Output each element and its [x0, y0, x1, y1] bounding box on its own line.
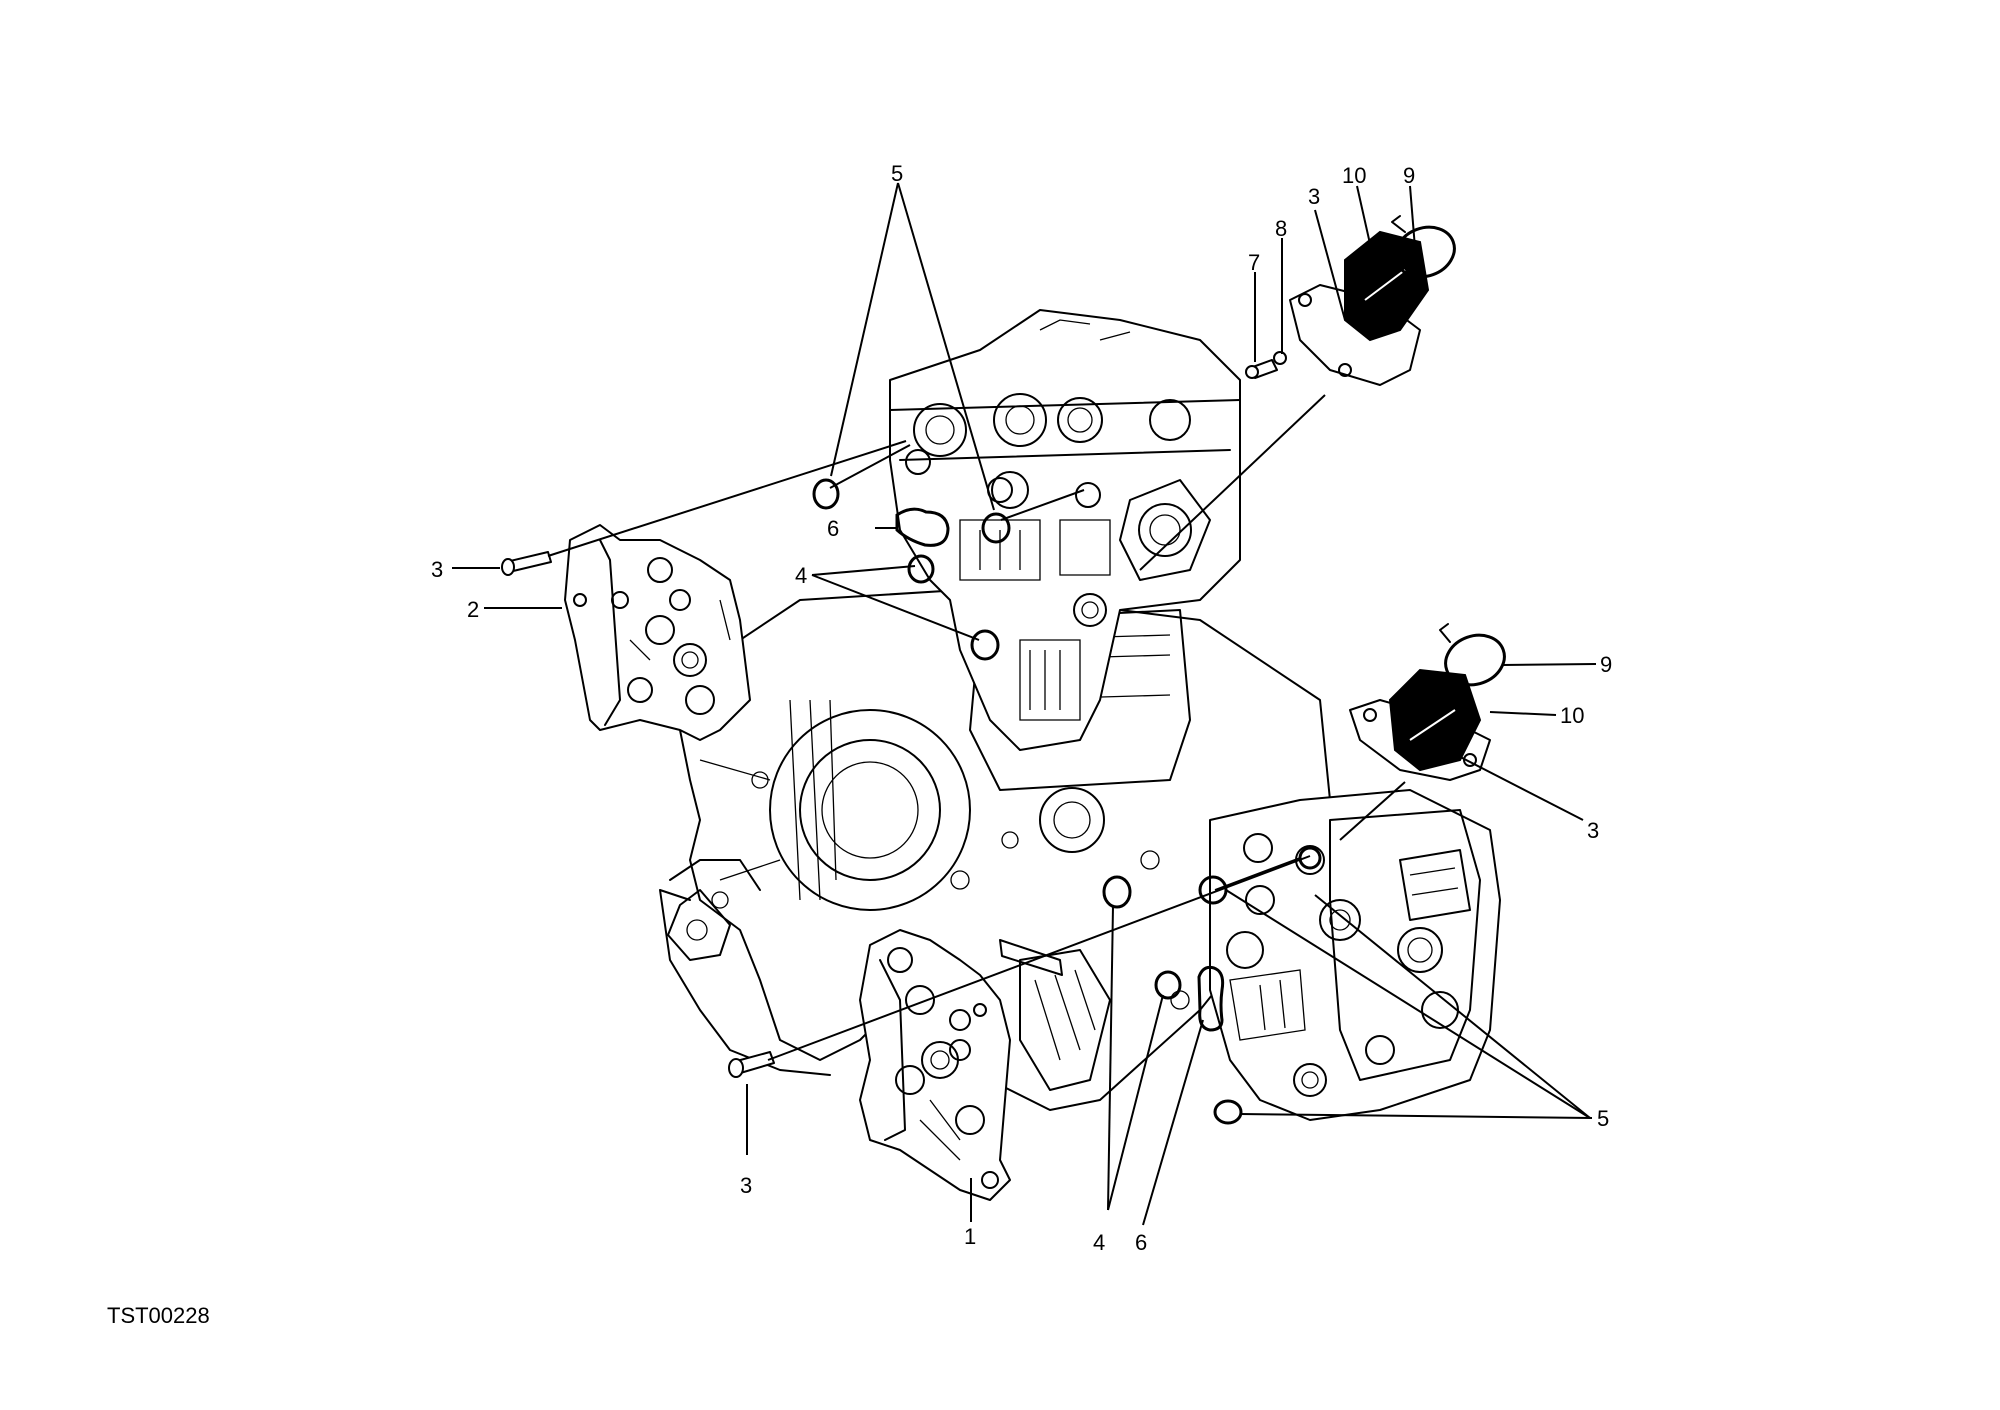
seal-4-top-a: [907, 554, 935, 584]
seal-4-top-b: [970, 629, 1000, 661]
gasket-6-bottom: [1197, 965, 1225, 1032]
callout-8: 8: [1275, 216, 1287, 241]
callout-2: 2: [467, 597, 479, 622]
lower-cylinder-head-drawing: [1209, 789, 1501, 1121]
callout-5-top: 5: [891, 161, 903, 186]
part-2-upper-timing-cover: [564, 524, 751, 741]
callout-3-top: 3: [1308, 184, 1320, 209]
callout-4-bottom: 4: [1093, 1230, 1105, 1255]
seal-5-top-mid: [981, 512, 1011, 544]
callout-10-top: 10: [1342, 163, 1366, 188]
callout-9-top: 9: [1403, 163, 1415, 188]
intake-assembly-right: [1349, 623, 1506, 781]
callout-10-right: 10: [1560, 703, 1584, 728]
part-1-lower-timing-cover: [859, 929, 1011, 1201]
callout-4-top: 4: [795, 563, 807, 588]
intake-assembly-top: [1245, 215, 1456, 386]
callout-9-right: 9: [1600, 652, 1612, 677]
drawing-code: TST00228: [107, 1303, 210, 1328]
callout-1: 1: [964, 1224, 976, 1249]
leader-lines: [452, 182, 1597, 1226]
seal-5-top-left: [812, 478, 840, 510]
callout-6-bottom: 6: [1135, 1230, 1147, 1255]
callout-5-bottom: 5: [1597, 1106, 1609, 1131]
callout-labels: 5 6 4 3 2 3 1 4 6 5 7 8 3 10 9 9 10 3: [431, 161, 1612, 1255]
callout-3-right: 3: [1587, 818, 1599, 843]
bolts: [501, 551, 775, 1078]
gasket-6-top: [895, 507, 950, 547]
seal-4-bottom-a: [1102, 875, 1132, 909]
callout-7: 7: [1248, 250, 1260, 275]
callout-6-top: 6: [827, 516, 839, 541]
seal-5-bottom-b: [1213, 1099, 1243, 1125]
seal-4-bottom-b: [1154, 970, 1182, 1000]
callout-3-bottom: 3: [740, 1173, 752, 1198]
callout-3-left: 3: [431, 557, 443, 582]
